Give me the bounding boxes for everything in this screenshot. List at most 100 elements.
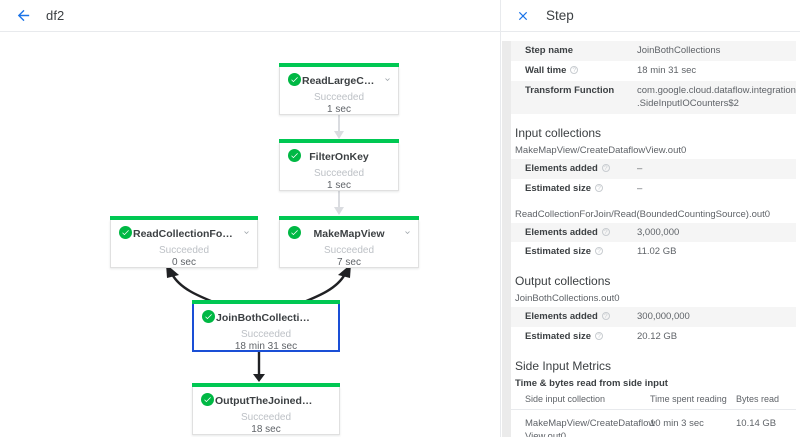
row-value: 18 min 31 sec bbox=[637, 64, 697, 76]
arrow-left-icon[interactable] bbox=[8, 1, 38, 31]
node-title: OutputTheJoinedCollec… bbox=[215, 395, 339, 407]
step-panel-body: Step name JoinBothCollections Wall time?… bbox=[511, 33, 800, 437]
row-key-label: Wall time bbox=[525, 64, 567, 76]
graph-node-readlargecollection[interactable]: ReadLargeCollectionFr… Succeeded 1 sec bbox=[279, 63, 399, 115]
node-status-accent-bar bbox=[192, 383, 340, 387]
output-collection-0-table: Elements added? 300,000,000 Estimated si… bbox=[511, 307, 796, 347]
graph-node-filteronkey[interactable]: FilterOnKey Succeeded 1 sec bbox=[279, 139, 399, 191]
node-time: 0 sec bbox=[172, 257, 196, 268]
row-key: Elements added? bbox=[511, 159, 637, 179]
row-key: Wall time? bbox=[511, 61, 637, 81]
collection-name: JoinBothCollections.out0 bbox=[515, 293, 620, 305]
help-icon[interactable]: ? bbox=[595, 331, 603, 340]
row-key: Step name bbox=[525, 45, 574, 56]
row-key: Elements added? bbox=[511, 307, 637, 327]
table-row: Estimated size? – bbox=[511, 179, 796, 199]
row-key-label: Elements added bbox=[525, 311, 598, 323]
help-icon[interactable]: ? bbox=[601, 164, 610, 173]
help-icon[interactable]: ? bbox=[601, 227, 610, 236]
job-graph-canvas[interactable]: ReadLargeCollectionFr… Succeeded 1 sec F… bbox=[0, 32, 500, 437]
success-check-icon bbox=[202, 310, 215, 323]
panel-scrollbar[interactable] bbox=[502, 41, 511, 437]
step-panel-header: Step bbox=[501, 0, 800, 32]
node-time: 1 sec bbox=[327, 104, 351, 115]
chevron-down-icon[interactable] bbox=[382, 74, 392, 84]
help-icon[interactable]: ? bbox=[595, 183, 603, 192]
row-value: JoinBothCollections bbox=[637, 45, 721, 56]
edge-readlarge-to-filteronkey bbox=[334, 114, 344, 139]
row-key: Estimated size? bbox=[511, 327, 637, 347]
spacer bbox=[511, 199, 800, 209]
row-value: com.google.cloud.dataflow.integration.Si… bbox=[637, 84, 796, 110]
node-status-accent-bar bbox=[110, 216, 258, 220]
table-row: Transform Function com.google.cloud.data… bbox=[511, 80, 796, 115]
node-status: Succeeded bbox=[158, 245, 210, 256]
node-time: 18 sec bbox=[251, 424, 281, 435]
chevron-down-icon[interactable] bbox=[241, 227, 251, 237]
table-row: Wall time? 18 min 31 sec bbox=[511, 61, 796, 81]
node-time: 18 min 31 sec bbox=[234, 341, 298, 352]
row-key: Elements added? bbox=[511, 223, 637, 243]
table-row: Elements added? 3,000,000 bbox=[511, 222, 796, 243]
row-key-label: Estimated size bbox=[525, 246, 591, 258]
node-header: MakeMapView bbox=[280, 220, 418, 244]
node-status-accent-bar bbox=[279, 216, 419, 220]
table-row: Elements added? 300,000,000 bbox=[511, 307, 796, 327]
node-time: 1 sec bbox=[327, 180, 351, 191]
row-value: 300,000,000 bbox=[637, 311, 690, 323]
cell-bytes-read: 10.14 GB bbox=[732, 409, 796, 437]
success-check-icon bbox=[288, 149, 301, 162]
success-check-icon bbox=[119, 226, 132, 239]
input-collection-1-table: Elements added? 3,000,000 Estimated size… bbox=[511, 222, 796, 263]
step-summary-table: Step name JoinBothCollections Wall time?… bbox=[511, 41, 796, 115]
success-check-icon bbox=[288, 73, 301, 86]
row-key: Estimated size? bbox=[511, 179, 637, 199]
row-value: – bbox=[637, 163, 643, 175]
help-icon[interactable]: ? bbox=[570, 65, 579, 74]
table-header-row: Side input collection Time spent reading… bbox=[511, 390, 796, 410]
help-icon[interactable]: ? bbox=[595, 247, 603, 256]
row-value: 3,000,000 bbox=[637, 226, 680, 238]
table-row: Elements added? – bbox=[511, 159, 796, 179]
node-status: Succeeded bbox=[313, 168, 365, 179]
side-input-metrics-heading: Side Input Metrics bbox=[515, 358, 612, 373]
row-value: – bbox=[637, 182, 643, 194]
row-key: Transform Function bbox=[525, 84, 615, 96]
help-icon[interactable]: ? bbox=[601, 312, 610, 321]
edge-joinbothcollections-to-output bbox=[253, 350, 265, 382]
input-collections-heading: Input collections bbox=[515, 126, 602, 141]
row-key-label: Estimated size bbox=[525, 182, 591, 194]
graph-node-joinbothcollections[interactable]: JoinBothCollections Succeeded 18 min 31 … bbox=[192, 300, 340, 352]
step-details-panel: Step Step name JoinBothCollections Wall … bbox=[500, 0, 800, 437]
graph-node-outputthejoinedcollection[interactable]: OutputTheJoinedCollec… Succeeded 18 sec bbox=[192, 383, 340, 435]
chevron-down-icon[interactable] bbox=[402, 227, 412, 237]
table-row: Step name JoinBothCollections bbox=[511, 41, 796, 61]
node-header: FilterOnKey bbox=[280, 143, 398, 167]
column-header-time-spent-reading: Time spent reading bbox=[646, 390, 732, 410]
collection-name: MakeMapView/CreateDataflowView.out0 bbox=[515, 145, 687, 157]
table-row: Estimated size? 20.12 GB bbox=[511, 327, 796, 347]
node-status: Succeeded bbox=[313, 92, 365, 103]
row-key-label: Estimated size bbox=[525, 330, 591, 342]
edge-filteronkey-to-makemapview bbox=[334, 190, 344, 215]
row-key-label: Elements added bbox=[525, 226, 598, 238]
node-header: ReadCollectionForJoin bbox=[111, 220, 257, 244]
row-value: 11.02 GB bbox=[637, 246, 677, 258]
node-status-accent-bar bbox=[279, 139, 399, 143]
node-status-accent-bar bbox=[192, 300, 340, 304]
output-collections-heading: Output collections bbox=[515, 274, 611, 289]
graph-node-makemapview[interactable]: MakeMapView Succeeded 7 sec bbox=[279, 216, 419, 268]
job-name-title: df2 bbox=[46, 8, 65, 23]
close-icon[interactable] bbox=[510, 3, 536, 29]
node-time: 7 sec bbox=[337, 257, 361, 268]
row-key: Estimated size? bbox=[511, 242, 637, 262]
node-header: OutputTheJoinedCollec… bbox=[193, 387, 339, 411]
node-title: ReadCollectionForJoin bbox=[133, 228, 248, 240]
step-panel-title: Step bbox=[546, 8, 574, 23]
node-header: JoinBothCollections bbox=[194, 304, 338, 328]
row-key-label: Elements added bbox=[525, 163, 598, 175]
input-collection-0-table: Elements added? – Estimated size? – bbox=[511, 159, 796, 199]
graph-node-readcollectionforjoin[interactable]: ReadCollectionForJoin Succeeded 0 sec bbox=[110, 216, 258, 268]
node-status-accent-bar bbox=[279, 63, 399, 67]
